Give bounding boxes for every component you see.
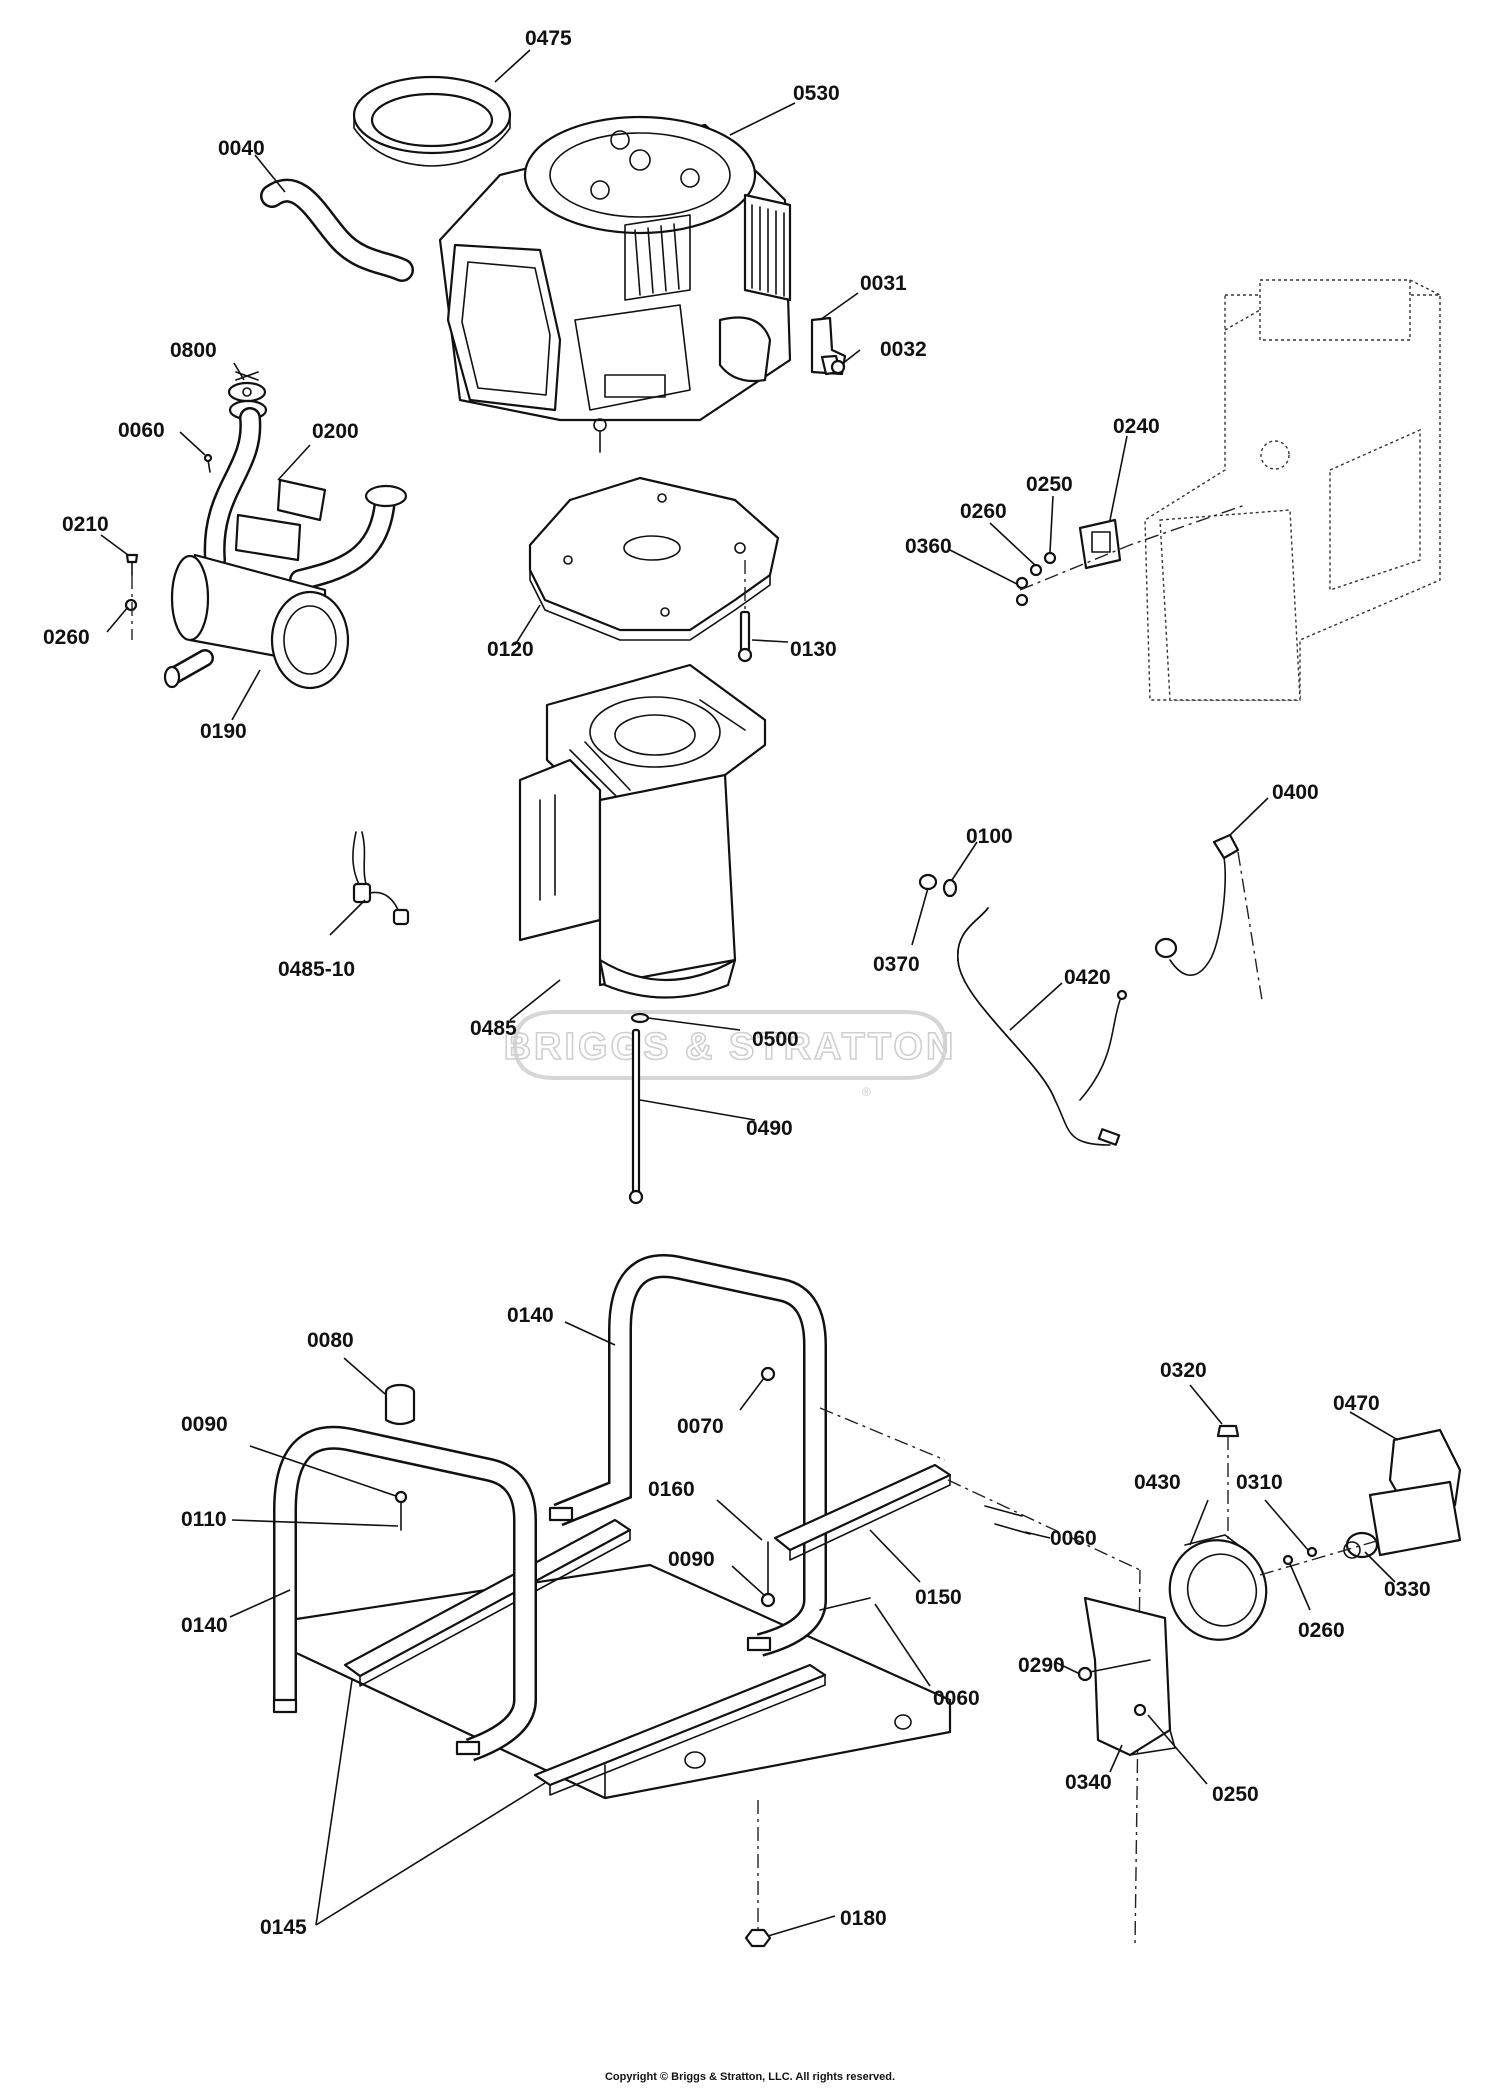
callout-0150: 0150 xyxy=(915,1586,962,1609)
screws-0250-0260-0360 xyxy=(1015,551,1057,607)
callout-0032: 0032 xyxy=(880,338,927,361)
callout-0260-regulator: 0260 xyxy=(1298,1619,1345,1642)
base-plate xyxy=(288,1563,952,1800)
callout-0800: 0800 xyxy=(170,339,217,362)
washers-0310-0260 xyxy=(1282,1546,1318,1566)
fitting-0032 xyxy=(820,354,846,376)
alignment-line-control xyxy=(1019,504,1246,591)
callout-0120: 0120 xyxy=(487,638,534,661)
callout-0100: 0100 xyxy=(966,825,1013,848)
callout-0200: 0200 xyxy=(312,420,359,443)
callout-0400: 0400 xyxy=(1272,781,1319,804)
callout-0090-left: 0090 xyxy=(181,1413,228,1436)
fitting-0320 xyxy=(1216,1424,1240,1540)
callout-0090-mid: 0090 xyxy=(668,1548,715,1571)
callout-0060-rail: 0060 xyxy=(1050,1527,1097,1550)
callout-0130: 0130 xyxy=(790,638,837,661)
leader-lines xyxy=(100,49,1399,1937)
solenoid-valve-0470 xyxy=(1368,1428,1462,1557)
callout-0240: 0240 xyxy=(1113,415,1160,438)
callout-0260-control: 0260 xyxy=(960,500,1007,523)
callout-0180: 0180 xyxy=(840,1907,887,1930)
callout-0031: 0031 xyxy=(860,272,907,295)
callout-0160: 0160 xyxy=(648,1478,695,1501)
callout-0140-frame-top: 0140 xyxy=(507,1304,554,1327)
adapter-plate-0120 xyxy=(528,476,780,641)
breather-hose-0040 xyxy=(260,178,414,282)
callout-0040: 0040 xyxy=(218,137,265,160)
ground-cable-0400 xyxy=(1154,833,1263,1001)
frame-0140-left xyxy=(272,1425,537,1762)
pin-0130 xyxy=(737,560,753,663)
callout-0470: 0470 xyxy=(1333,1392,1380,1415)
copyright-notice: Copyright © Briggs & Stratton, LLC. All … xyxy=(604,2071,896,2083)
muffler-0190 xyxy=(163,553,350,690)
callout-0250-regulator: 0250 xyxy=(1212,1783,1259,1806)
callout-0530: 0530 xyxy=(793,82,840,105)
callout-0320: 0320 xyxy=(1160,1359,1207,1382)
bolt-0290-screw-0250 xyxy=(1077,1659,1151,1717)
callout-0210: 0210 xyxy=(62,513,109,536)
alternator-0485 xyxy=(518,663,767,1024)
engine-0530 xyxy=(438,115,792,453)
callout-0260-exhaust: 0260 xyxy=(43,626,90,649)
alignment-line-regulator xyxy=(1259,1539,1381,1576)
callout-0475: 0475 xyxy=(525,27,572,50)
callout-0330: 0330 xyxy=(1384,1578,1431,1601)
callout-0340: 0340 xyxy=(1065,1771,1112,1794)
callout-0485: 0485 xyxy=(470,1017,517,1040)
bolt-0370-washer-0100 xyxy=(918,873,958,898)
callout-0190: 0190 xyxy=(200,720,247,743)
rail-0145-back xyxy=(533,1663,827,1796)
tie-rod-0490 xyxy=(628,1028,644,1205)
briggs-stratton-watermark: BRIGGS & STRATTON ® xyxy=(503,1010,957,1099)
control-box-assembly xyxy=(1144,279,1441,701)
callout-0060-base: 0060 xyxy=(933,1687,980,1710)
callout-0290: 0290 xyxy=(1018,1654,1065,1677)
relay-bracket-0240 xyxy=(1078,518,1122,570)
callout-labels: 0475 0530 0040 0031 0032 0800 0060 0200 … xyxy=(43,27,1431,1939)
callout-0250-control: 0250 xyxy=(1026,473,1073,496)
callout-0145: 0145 xyxy=(260,1916,307,1939)
callout-0060-exhaust: 0060 xyxy=(118,419,165,442)
exhaust-pipe-0200 xyxy=(203,407,408,591)
callout-0070: 0070 xyxy=(677,1415,724,1438)
callout-0360: 0360 xyxy=(905,535,952,558)
regulator-0430 xyxy=(1168,1534,1268,1641)
callout-0310: 0310 xyxy=(1236,1471,1283,1494)
callout-0420: 0420 xyxy=(1064,966,1111,989)
callout-0110: 0110 xyxy=(181,1508,227,1531)
ring-seal-0475 xyxy=(352,75,512,167)
fitting-0330 xyxy=(1343,1531,1379,1559)
watermark-text: BRIGGS & STRATTON xyxy=(504,1026,957,1068)
battery-cable-0420 xyxy=(957,907,1128,1146)
callout-0485-10: 0485-10 xyxy=(278,958,355,981)
callout-0430: 0430 xyxy=(1134,1471,1181,1494)
callout-0080: 0080 xyxy=(307,1329,354,1352)
callout-0490: 0490 xyxy=(746,1117,793,1140)
nut-0180 xyxy=(744,1800,772,1948)
watermark-registered-mark: ® xyxy=(862,1085,871,1099)
callout-0140-frame-left: 0140 xyxy=(181,1614,228,1637)
callout-0500: 0500 xyxy=(752,1028,799,1051)
callout-0370: 0370 xyxy=(873,953,920,976)
sensor-harness-0485-10 xyxy=(352,831,410,926)
rail-0150 xyxy=(773,1463,952,1561)
frame-0140-right xyxy=(548,1254,827,1657)
